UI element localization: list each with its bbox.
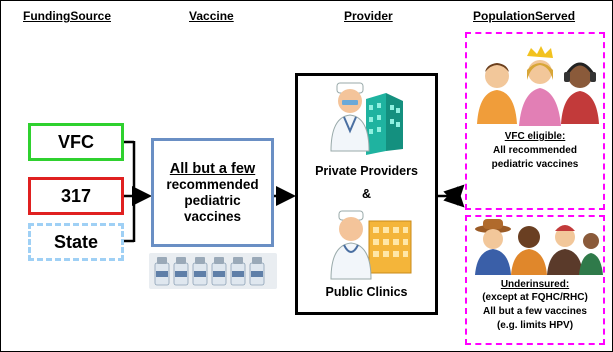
provider-public-label: Public Clinics: [325, 285, 408, 299]
funding-state-box: State: [28, 223, 124, 261]
funding-state-label: State: [53, 231, 98, 252]
underinsured-line-3: (e.g. limits HPV): [496, 320, 574, 331]
people-group-icon: [477, 46, 599, 126]
underinsured-line-1: (except at FQHC/RHC): [482, 292, 588, 303]
underinsured-title: Underinsured:: [500, 279, 570, 290]
vaccine-line-3: pediatric: [184, 192, 241, 208]
provider-box: [295, 73, 438, 315]
funding-vfc-label: VFC: [58, 131, 94, 152]
vaccine-line-4: vaccines: [183, 208, 242, 224]
vaccine-line-1: All but a few: [169, 160, 256, 177]
population-underinsured-box: Underinsured: (except at FQHC/RHC) All b…: [465, 215, 605, 345]
population-vfc-box: VFC eligible: All recommended pediatric …: [465, 32, 605, 210]
funding-317-label: 317: [60, 185, 92, 206]
provider-private-label: Private Providers: [315, 164, 418, 178]
header-vaccine: Vaccine: [189, 9, 234, 23]
vfc-eligible-line-1: All recommended: [493, 145, 577, 156]
provider-ampersand: &: [361, 187, 372, 201]
arrow-to-underinsured: [443, 186, 465, 208]
underinsured-line-2: All but a few vaccines: [483, 306, 587, 317]
vaccine-box: All but a few recommended pediatric vacc…: [151, 138, 274, 247]
header-funding-source: FundingSource: [23, 9, 111, 23]
funding-317-box: 317: [28, 177, 124, 215]
header-provider: Provider: [344, 9, 393, 23]
vfc-eligible-line-2: pediatric vaccines: [491, 159, 579, 170]
people-group-icon: [475, 219, 603, 275]
vfc-eligible-title: VFC eligible:: [504, 131, 566, 142]
vaccine-line-2: recommended: [166, 176, 259, 192]
funding-vfc-box: VFC: [28, 123, 124, 161]
header-population-served: PopulationServed: [473, 9, 576, 23]
